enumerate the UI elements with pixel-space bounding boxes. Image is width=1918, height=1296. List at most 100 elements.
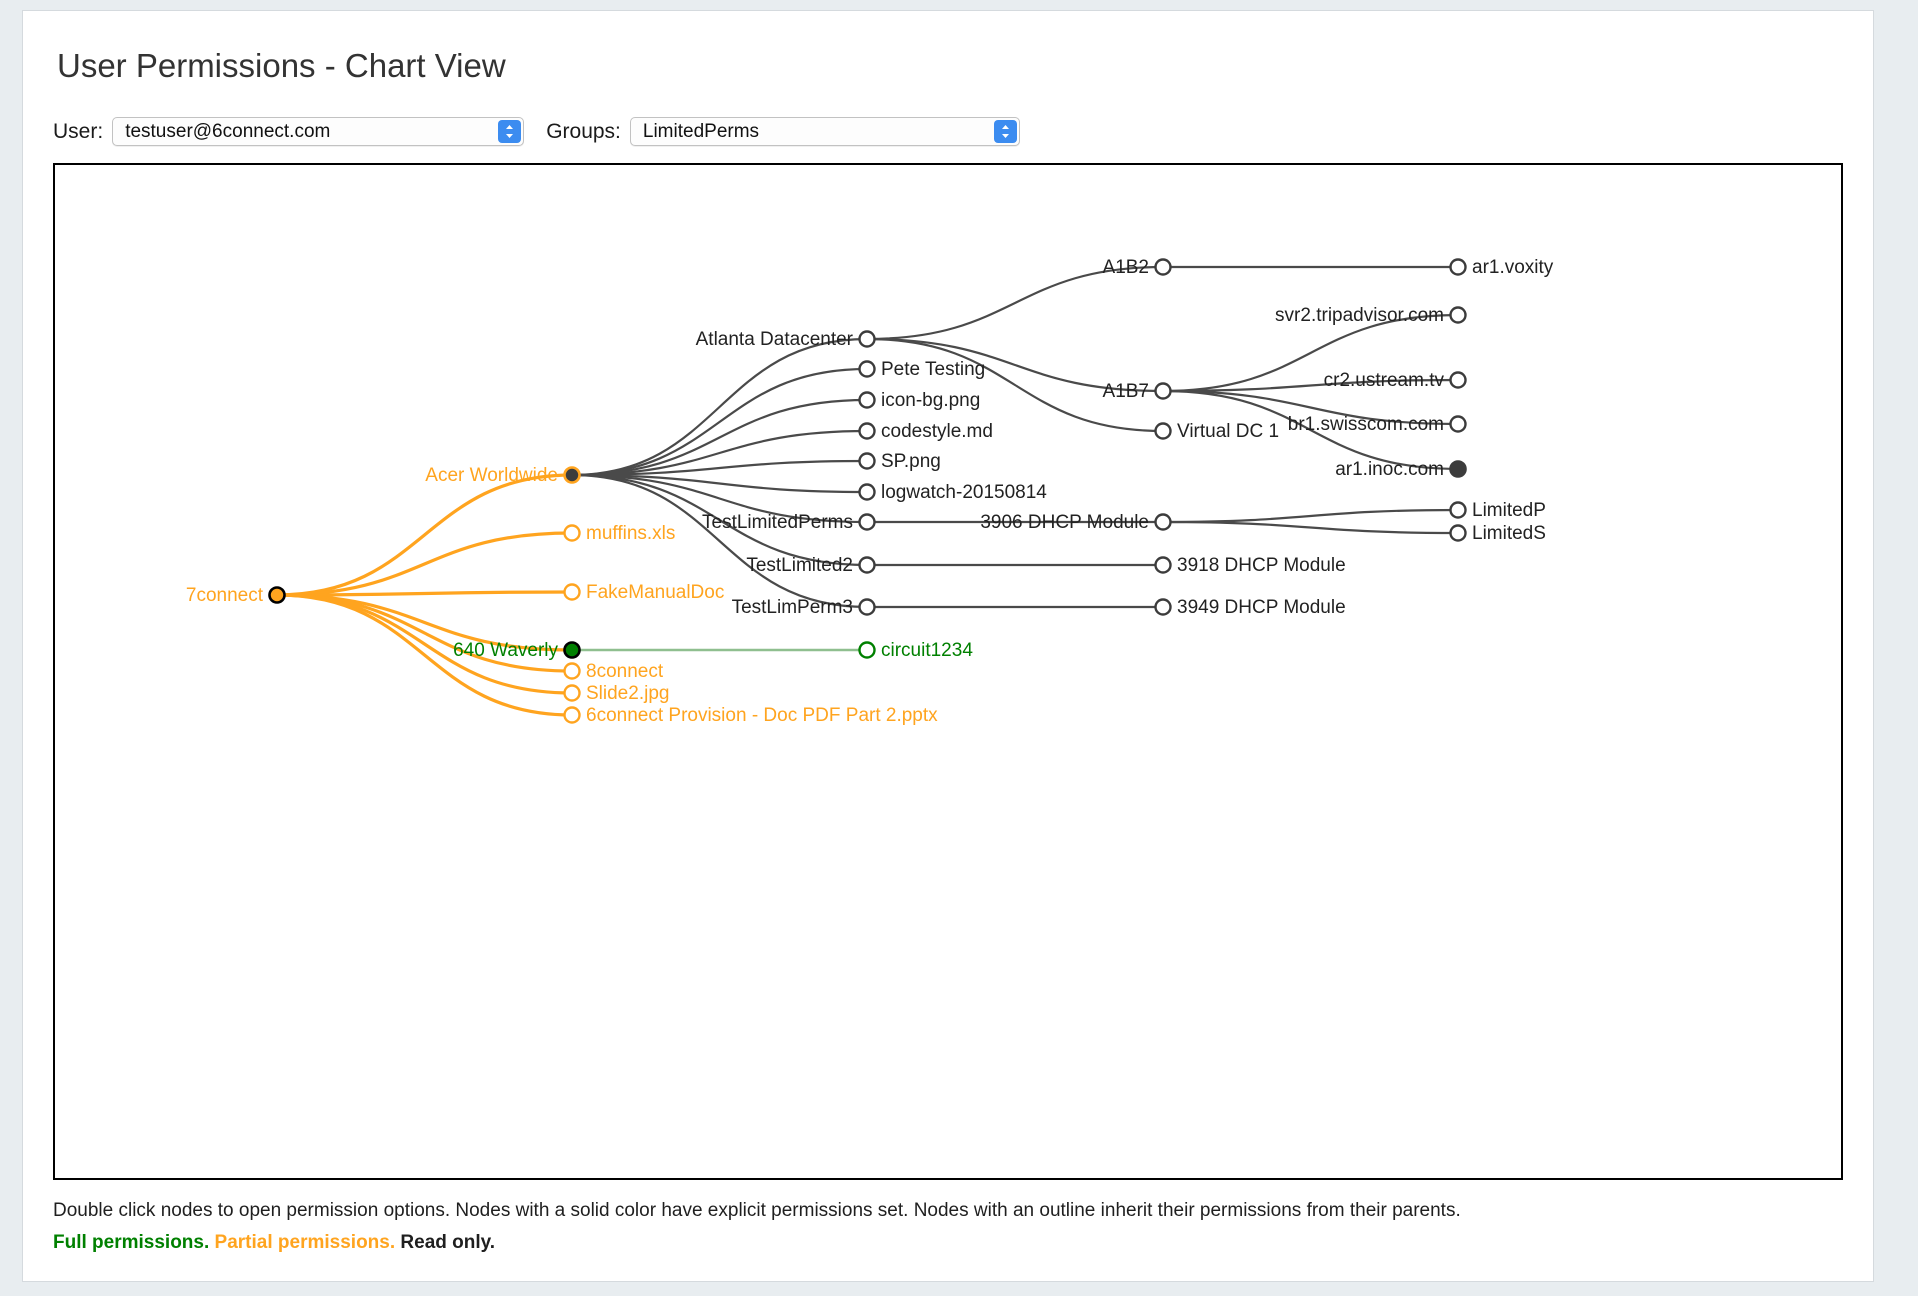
tree-node-label: TestLimitedPerms	[702, 512, 853, 533]
tree-node[interactable]: br1.swisscom.com	[1288, 414, 1467, 435]
tree-node[interactable]: TestLimited2	[746, 555, 876, 576]
legend-read-only: Read only.	[400, 1231, 496, 1253]
chevron-updown-glyph	[506, 125, 514, 138]
user-select[interactable]: testuser@6connect.com	[112, 117, 525, 146]
tree-node-label: 8connect	[586, 661, 664, 682]
tree-node-label: 3906 DHCP Module	[980, 512, 1149, 533]
tree-node-circle[interactable]	[858, 641, 876, 659]
tree-node[interactable]: TestLimitedPerms	[702, 512, 876, 533]
tree-node[interactable]: Atlanta Datacenter	[696, 329, 876, 350]
tree-node[interactable]: 7connect	[186, 585, 286, 606]
tree-svg-canvas[interactable]: 7connect Acer Worldwide muffins.xlsFakeMan…	[55, 165, 1841, 1178]
tree-node-circle[interactable]	[1154, 382, 1172, 400]
tree-node[interactable]: Slide2.jpg	[563, 683, 670, 704]
tree-node[interactable]: ar1.inoc.com	[1335, 459, 1467, 480]
tree-node[interactable]: 3906 DHCP Module	[980, 512, 1172, 533]
chevron-updown-glyph-2	[1001, 125, 1009, 138]
tree-node[interactable]: LimitedP	[1449, 500, 1546, 521]
tree-node[interactable]: muffins.xls	[563, 523, 676, 544]
tree-node[interactable]: A1B7	[1103, 381, 1172, 402]
tree-link	[1162, 389, 1459, 471]
groups-select-value: LimitedPerms	[642, 121, 760, 142]
tree-node-circle[interactable]	[563, 706, 581, 724]
tree-node-circle[interactable]	[563, 583, 581, 601]
groups-select[interactable]: LimitedPerms	[629, 117, 1020, 146]
tree-node[interactable]: A1B2	[1103, 257, 1172, 278]
tree-node-label: Slide2.jpg	[586, 683, 669, 704]
chevron-updown-icon[interactable]	[498, 120, 522, 143]
tree-node[interactable]: Pete Testing	[858, 359, 986, 380]
tree-node-label: Acer Worldwide	[425, 465, 558, 486]
tree-node[interactable]: 3949 DHCP Module	[1154, 597, 1346, 618]
tree-node-label: br1.swisscom.com	[1288, 414, 1444, 435]
tree-link	[571, 337, 868, 477]
tree-node-circle[interactable]	[858, 556, 876, 574]
tree-node[interactable]: circuit1234	[858, 640, 974, 661]
tree-node-label: ar1.voxity	[1472, 257, 1554, 278]
tree-link	[571, 398, 868, 477]
tree-node[interactable]: FakeManualDoc	[563, 582, 725, 603]
tree-node-label: codestyle.md	[881, 421, 993, 442]
tree-node-label: SP.png	[881, 451, 941, 472]
tree-node-label: 7connect	[186, 585, 264, 606]
tree-node-circle[interactable]	[858, 598, 876, 616]
tree-node-circle[interactable]	[1154, 598, 1172, 616]
tree-node[interactable]: Acer Worldwide	[425, 465, 581, 486]
tree-node[interactable]: codestyle.md	[858, 421, 993, 442]
tree-node-circle[interactable]	[858, 391, 876, 409]
chevron-updown-icon-2[interactable]	[993, 120, 1017, 143]
tree-node-circle[interactable]	[858, 360, 876, 378]
tree-node[interactable]: cr2.ustream.tv	[1324, 370, 1467, 391]
tree-node-circle[interactable]	[1154, 513, 1172, 531]
legend-full-permissions: Full permissions.	[53, 1231, 210, 1253]
tree-node[interactable]: LimitedS	[1449, 523, 1546, 544]
tree-node[interactable]: icon-bg.png	[858, 390, 981, 411]
tree-link	[1162, 520, 1459, 535]
tree-node-circle[interactable]	[1449, 524, 1467, 542]
tree-node[interactable]: 8connect	[563, 661, 664, 682]
tree-node-circle[interactable]	[1449, 258, 1467, 276]
tree-node-circle[interactable]	[1154, 258, 1172, 276]
tree-node-circle[interactable]	[1449, 415, 1467, 433]
tree-node-circle[interactable]	[1154, 422, 1172, 440]
tree-node[interactable]: 3918 DHCP Module	[1154, 555, 1346, 576]
tree-node[interactable]: svr2.tripadvisor.com	[1275, 305, 1467, 326]
tree-node-label: A1B2	[1103, 257, 1149, 278]
tree-node[interactable]: 640 Waverly	[453, 640, 581, 661]
tree-node-circle[interactable]	[858, 483, 876, 501]
tree-link	[866, 337, 1164, 433]
tree-node-circle[interactable]	[1449, 460, 1467, 478]
tree-link	[571, 459, 868, 477]
tree-link	[1162, 508, 1459, 524]
tree-node-circle[interactable]	[858, 452, 876, 470]
footer-legend: Full permissions. Partial permissions. R…	[53, 1229, 1853, 1257]
user-label: User:	[53, 119, 104, 143]
tree-node[interactable]: 6connect Provision - Doc PDF Part 2.pptx	[563, 705, 939, 726]
tree-node-circle[interactable]	[268, 586, 286, 604]
tree-link	[571, 473, 868, 609]
tree-node-circle[interactable]	[563, 684, 581, 702]
tree-node[interactable]: Virtual DC 1	[1154, 421, 1280, 442]
tree-link	[571, 473, 868, 494]
tree-node-circle[interactable]	[858, 330, 876, 348]
tree-node-label: Atlanta Datacenter	[696, 329, 854, 350]
tree-node[interactable]: logwatch-20150814	[858, 482, 1048, 503]
tree-node-circle[interactable]	[858, 422, 876, 440]
tree-node[interactable]: ar1.voxity	[1449, 257, 1554, 278]
tree-node-circle[interactable]	[1449, 306, 1467, 324]
tree-node-label: A1B7	[1103, 381, 1149, 402]
tree-node[interactable]: SP.png	[858, 451, 941, 472]
tree-node-circle[interactable]	[563, 466, 581, 484]
tree-node-circle[interactable]	[563, 662, 581, 680]
tree-node-circle[interactable]	[1449, 371, 1467, 389]
tree-node-label: Pete Testing	[881, 359, 985, 380]
tree-node-circle[interactable]	[563, 641, 581, 659]
tree-node-circle[interactable]	[1449, 501, 1467, 519]
tree-node-circle[interactable]	[563, 524, 581, 542]
tree-node-circle[interactable]	[1154, 556, 1172, 574]
tree-link	[866, 265, 1164, 341]
tree-node[interactable]: TestLimPerm3	[732, 597, 876, 618]
tree-node-label: logwatch-20150814	[881, 482, 1047, 503]
tree-node-circle[interactable]	[858, 513, 876, 531]
